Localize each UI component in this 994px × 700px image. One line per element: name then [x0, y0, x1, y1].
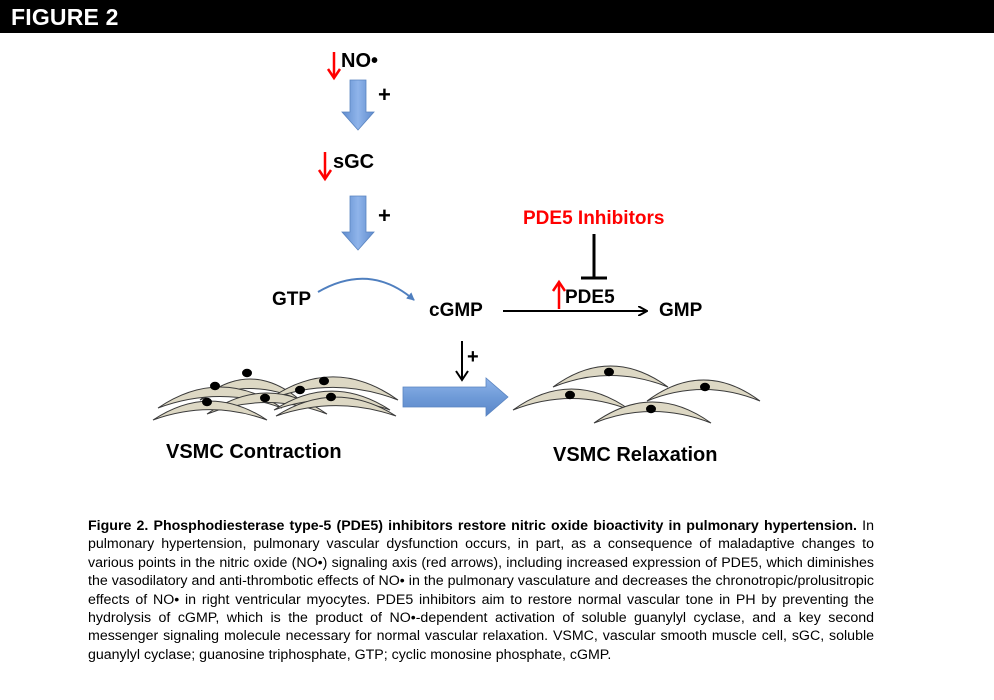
red-down-arrow-icon [326, 52, 342, 81]
contracted-cells-group [152, 368, 399, 421]
gmp-label: GMP [659, 300, 703, 321]
smooth-muscle-cell [512, 388, 631, 411]
smooth-muscle-cell [157, 381, 283, 409]
sgc-node: sGC [317, 151, 374, 182]
nucleus [260, 393, 270, 403]
plus-sign: + [378, 82, 391, 107]
smooth-muscle-cell [152, 397, 268, 421]
vsmc-relaxation-label: VSMC Relaxation [553, 444, 717, 466]
caption-body: In pulmonary hypertension, pulmonary vas… [88, 518, 874, 663]
vsmc-contraction-label: VSMC Contraction [166, 441, 342, 463]
gtp-conversion-arrow [317, 277, 415, 301]
nucleus [700, 382, 710, 392]
smooth-muscle-cell [275, 392, 397, 417]
black-down-arrow-icon [455, 341, 469, 382]
figure-title: FIGURE 2 [11, 4, 119, 30]
pde5-inhibitors-label: PDE5 Inhibitors [523, 208, 664, 229]
nucleus [604, 367, 614, 377]
smooth-muscle-cell [646, 379, 761, 402]
nucleus [295, 385, 305, 395]
figure-title-bar: FIGURE 2 [0, 0, 994, 33]
pde5-label: PDE5 [565, 287, 615, 308]
sgc-label: sGC [333, 151, 374, 173]
relaxed-cells-group [512, 365, 761, 424]
nucleus [326, 392, 336, 402]
block-arrow-down-icon [341, 195, 375, 251]
nucleus [646, 404, 656, 414]
plus-sign: + [378, 203, 391, 228]
nucleus [210, 381, 220, 391]
inhibition-bar-icon [581, 234, 607, 280]
no-node: NO• [326, 50, 378, 81]
caption-title: Figure 2. Phosphodiesterase type-5 (PDE5… [88, 518, 857, 534]
pathway-diagram: NO• + sGC + GTP cGMP GMP PDE5 PDE5 Inhib… [152, 50, 761, 466]
smooth-muscle-cell [267, 376, 399, 401]
block-arrow-down-icon [341, 79, 375, 131]
red-down-arrow-icon [317, 152, 333, 182]
nucleus [242, 368, 252, 378]
no-label: NO• [341, 50, 378, 72]
figure-caption: Figure 2. Phosphodiesterase type-5 (PDE5… [88, 517, 874, 664]
smooth-muscle-cell [593, 401, 712, 424]
pde5-node: PDE5 [551, 279, 615, 309]
cgmp-label: cGMP [429, 300, 483, 321]
gtp-label: GTP [272, 289, 311, 310]
nucleus [319, 376, 329, 386]
plus-sign: + [467, 346, 479, 368]
nucleus [565, 390, 575, 400]
red-up-arrow-icon [551, 279, 567, 309]
nucleus [202, 397, 212, 407]
block-arrow-right-icon [402, 377, 509, 417]
smooth-muscle-cell [552, 365, 669, 388]
